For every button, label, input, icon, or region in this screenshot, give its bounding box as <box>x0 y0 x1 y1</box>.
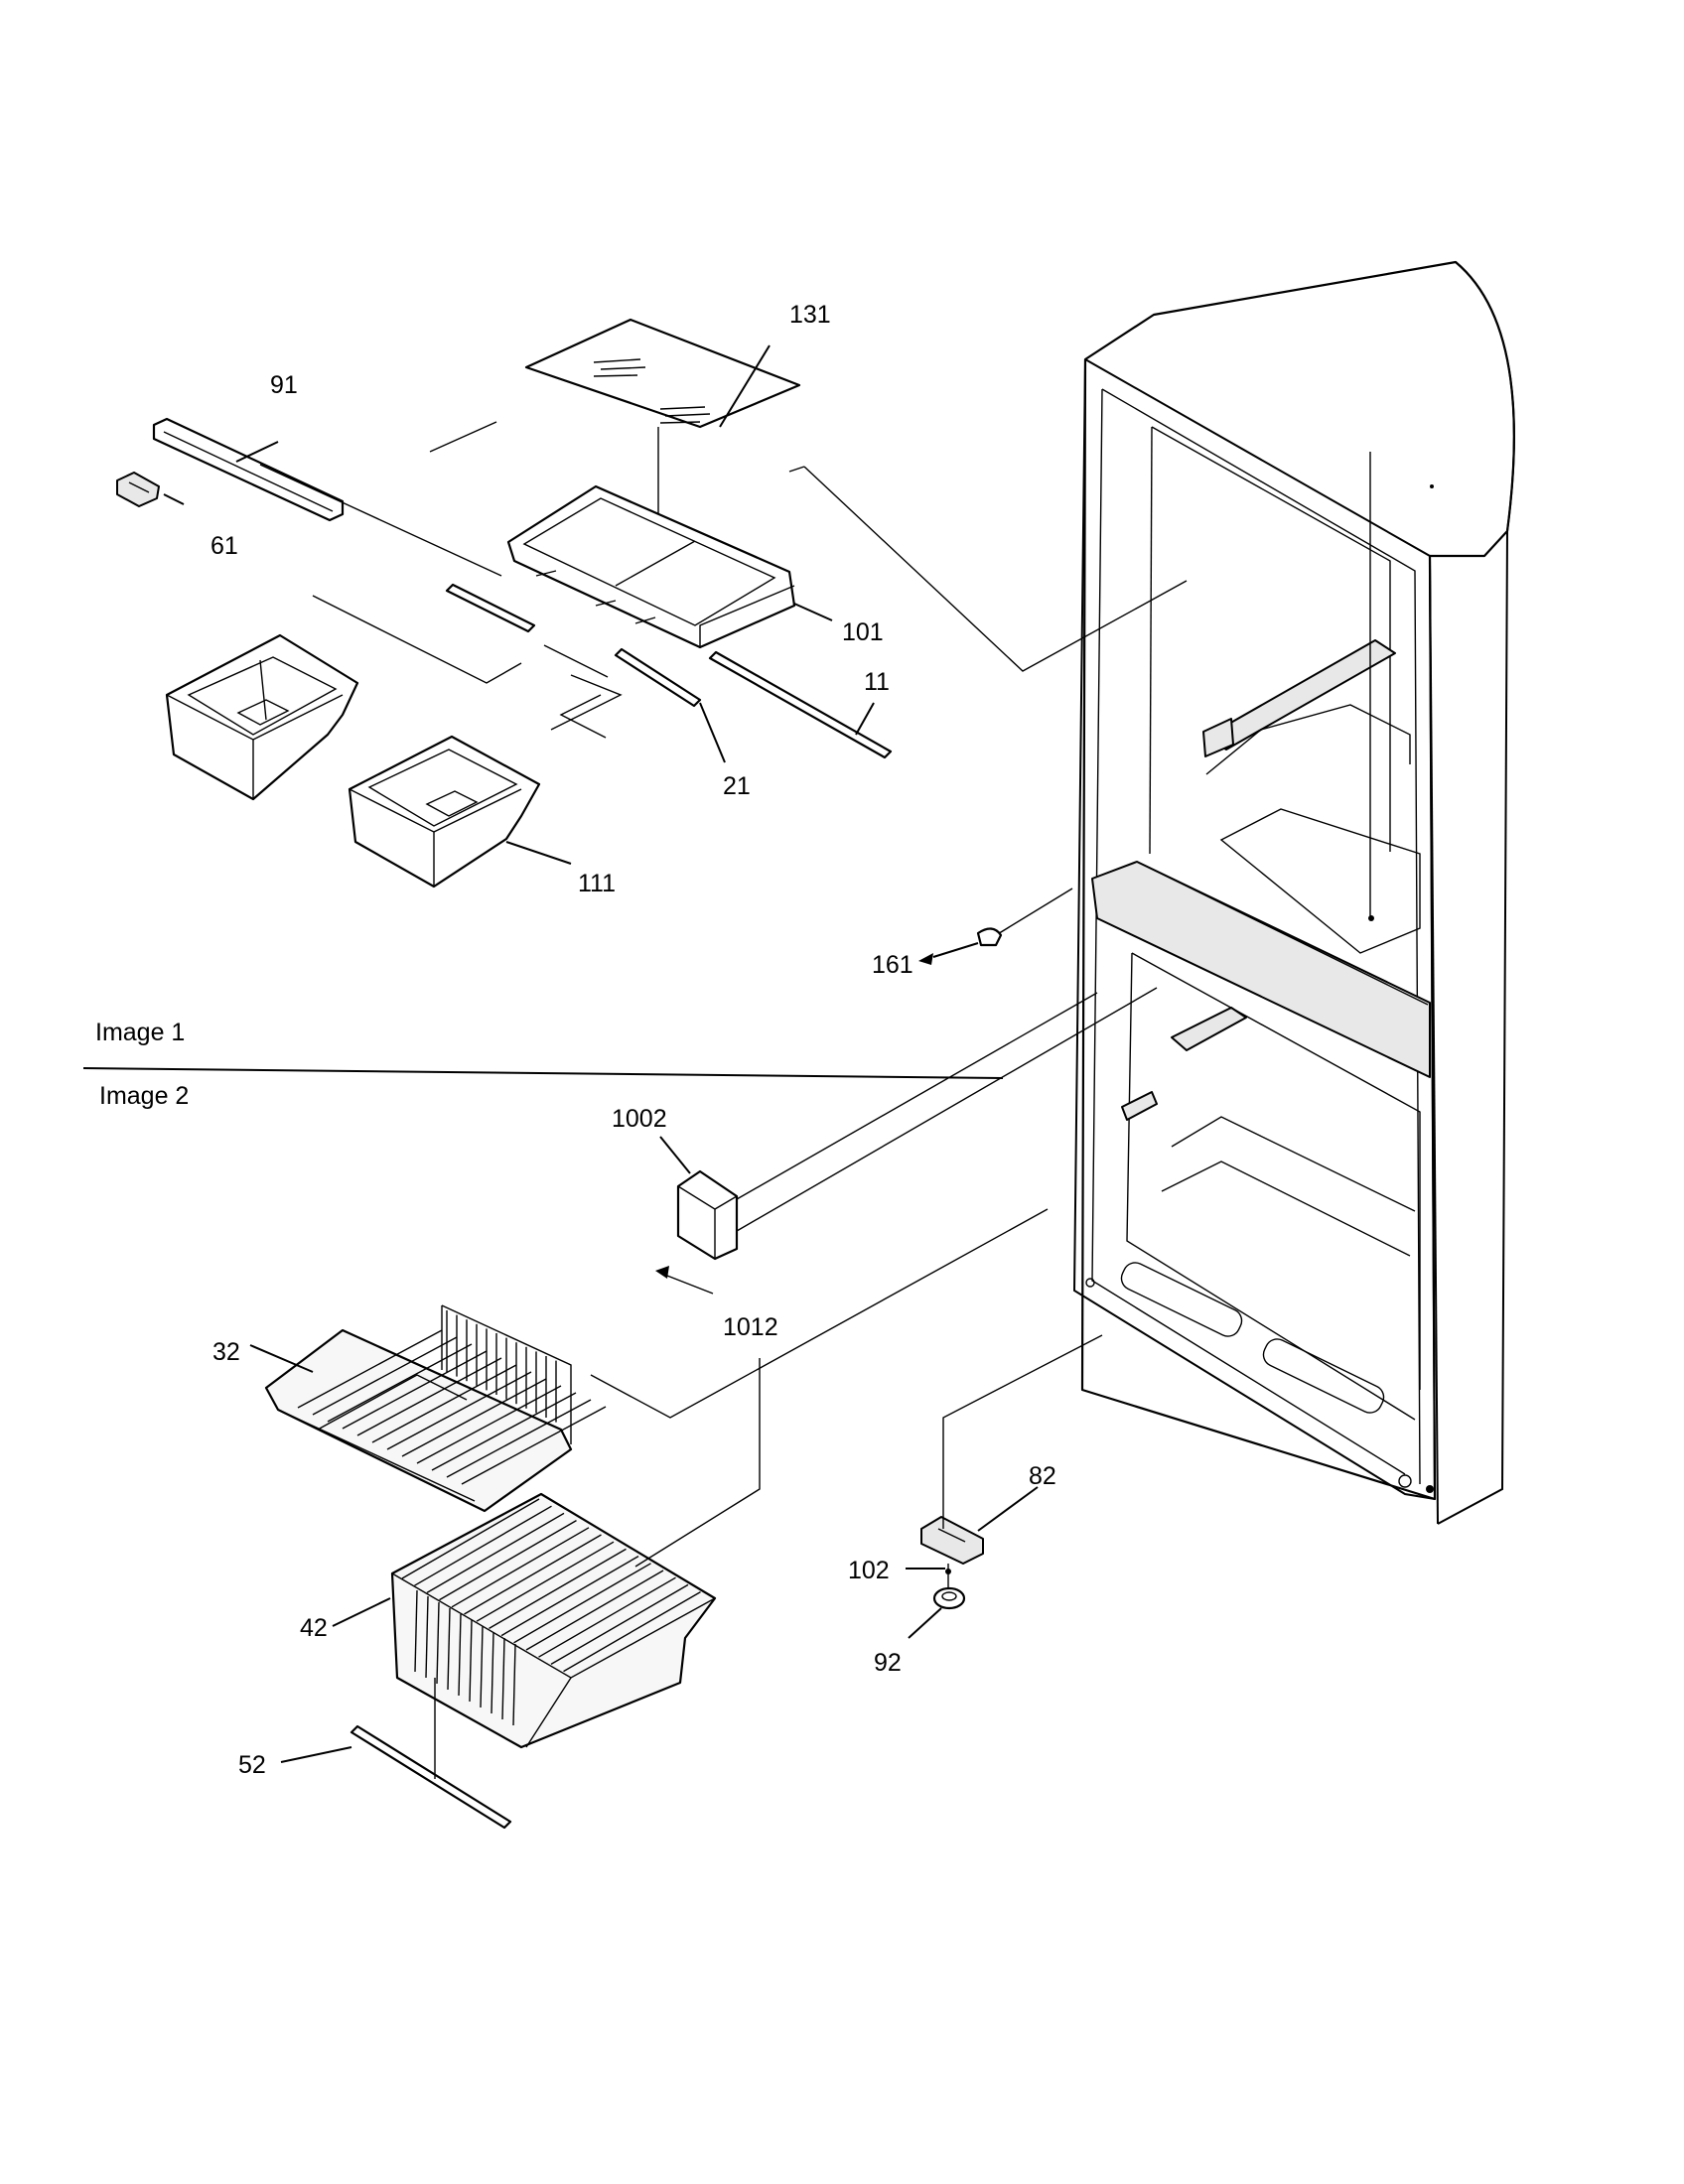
wire-rod-vertical <box>425 1595 429 1679</box>
callout-52: 52 <box>238 1751 266 1779</box>
wire-rod-vertical <box>469 1619 473 1703</box>
callout-101: 101 <box>842 618 884 646</box>
wire-shelf-rods <box>297 1310 607 1485</box>
callout-82: 82 <box>1029 1462 1056 1490</box>
wire-rod-vertical <box>458 1613 462 1697</box>
part-92-leveling-foot <box>932 1586 966 1610</box>
wire-rod <box>312 1336 458 1416</box>
wire-rod <box>356 1357 502 1436</box>
wire-rod <box>461 1406 607 1485</box>
callout-1012: 1012 <box>723 1313 778 1341</box>
wire-rod <box>439 1519 577 1601</box>
wire-rod <box>538 1576 676 1658</box>
wire-basket-rods <box>401 1498 701 1726</box>
section-labels: Image 1 Image 2 <box>95 1019 189 1110</box>
section-label-image-1: Image 1 <box>95 1019 185 1046</box>
wire-rod <box>513 1563 651 1644</box>
wire-rod-vertical <box>414 1589 418 1673</box>
callout-111: 111 <box>578 870 616 897</box>
section-divider <box>82 1067 1004 1079</box>
part-32-wire-shelf <box>264 1304 607 1513</box>
wire-rod-vertical <box>436 1601 440 1685</box>
section-label-image-2: Image 2 <box>99 1082 189 1110</box>
callout-21: 21 <box>723 772 751 800</box>
callout-labels: 131 91 61 101 11 21 111 161 1002 1012 32… <box>210 301 1056 1779</box>
callout-102: 102 <box>848 1557 890 1584</box>
image-2-leader-lines <box>249 1136 1049 1763</box>
wire-rod-vertical <box>480 1625 484 1708</box>
part-82-leg-bracket <box>920 1334 1103 1565</box>
wire-rod <box>563 1590 701 1673</box>
wire-rod <box>414 1505 552 1586</box>
wire-rod-vertical <box>512 1643 516 1726</box>
wire-rod <box>342 1350 488 1430</box>
wire-rod <box>500 1555 639 1637</box>
wire-rod <box>386 1371 532 1450</box>
wire-rod-vertical <box>491 1631 494 1714</box>
callout-1002: 1002 <box>612 1105 667 1133</box>
wire-rod <box>476 1541 615 1622</box>
part-102-screw <box>945 1564 951 1588</box>
wire-rod <box>401 1378 547 1457</box>
image-1-leader-lines <box>163 344 1188 958</box>
callout-32: 32 <box>212 1338 240 1366</box>
part-1012-screw <box>655 1266 714 1295</box>
refrigerator-cabinet <box>1072 260 1515 1525</box>
wire-rod-vertical <box>501 1637 505 1720</box>
wire-rod <box>401 1498 540 1579</box>
wire-rod <box>525 1570 664 1651</box>
part-131-glass-shelf <box>524 318 801 518</box>
wire-rod <box>451 1527 590 1608</box>
wire-rod <box>489 1548 627 1630</box>
wire-rod <box>464 1534 602 1615</box>
part-101-crisper-cover-frame <box>506 484 796 649</box>
callout-92: 92 <box>874 1649 902 1677</box>
wire-rod <box>327 1343 473 1423</box>
callout-91: 91 <box>270 371 298 399</box>
wire-rod <box>426 1512 565 1594</box>
part-crisper-drawer-left <box>165 633 359 801</box>
wire-rod <box>550 1583 689 1666</box>
callout-161: 161 <box>872 951 913 979</box>
callout-42: 42 <box>300 1614 328 1642</box>
part-111-crisper-drawer-right <box>348 735 541 888</box>
callout-11: 11 <box>864 668 890 696</box>
wire-rod <box>371 1364 517 1443</box>
wire-rod <box>416 1385 562 1464</box>
part-1002-filter <box>676 987 1158 1261</box>
part-61-clip <box>116 472 160 507</box>
wire-rod <box>446 1399 592 1478</box>
callout-61: 61 <box>210 532 238 560</box>
part-91-shelf-rail <box>152 417 502 577</box>
part-11-rod <box>708 650 893 759</box>
wire-rod <box>431 1392 577 1471</box>
callout-131: 131 <box>789 301 831 329</box>
wire-rod <box>297 1329 443 1409</box>
part-rod-upper <box>445 583 536 633</box>
part-42-wire-basket <box>390 1492 717 1749</box>
part-52-rod <box>350 1678 512 1830</box>
part-21-rod <box>614 647 702 708</box>
wire-rod-vertical <box>447 1607 451 1691</box>
part-161-plug <box>918 927 1003 965</box>
